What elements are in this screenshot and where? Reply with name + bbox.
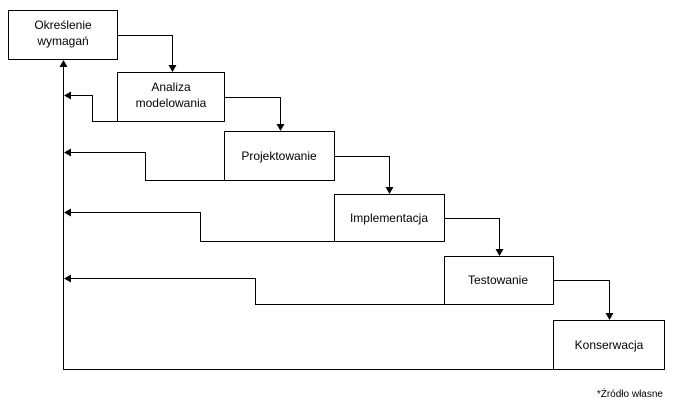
stage-analysis: Analiza modelowania [117,72,225,122]
stage-requirements-label-line1: Określenie [34,18,92,32]
stage-analysis-label-line2: modelowania [136,96,207,110]
feedback-arrow-from-testing [64,274,444,305]
stage-implementation-box [334,194,445,242]
stage-analysis-label-line1: Analiza [151,80,191,94]
feedback-arrow-from-implementation [64,208,334,242]
forward-arrow-4 [444,218,504,256]
stage-design-label: Projektowanie [241,149,317,163]
feedback-arrow-from-analysis [64,91,117,122]
stage-implementation-label: Implementacja [350,211,428,225]
stage-design: Projektowanie [224,131,335,181]
stage-requirements-box [8,10,118,60]
stage-requirements-label-line2: wymagań [36,34,88,48]
stage-implementation: Implementacja [334,194,445,242]
stage-testing-box [444,256,554,305]
feedback-arrow-from-maintenance [59,60,553,370]
stage-analysis-box [117,72,225,122]
stage-testing-label: Testowanie [468,273,528,287]
forward-arrow-2 [224,97,285,131]
stage-requirements: Określenie wymagań [8,10,118,60]
stage-maintenance: Konserwacja [553,320,665,370]
stage-testing: Testowanie [444,256,554,305]
feedback-arrow-from-design [64,148,224,181]
stage-maintenance-box [553,320,665,370]
stage-design-box [224,131,335,181]
forward-arrow-3 [334,156,394,194]
forward-arrow-1 [117,35,177,72]
forward-arrow-5 [553,280,614,320]
source-footnote: *Źródło własne [597,387,664,400]
stage-maintenance-label: Konserwacja [575,338,644,352]
